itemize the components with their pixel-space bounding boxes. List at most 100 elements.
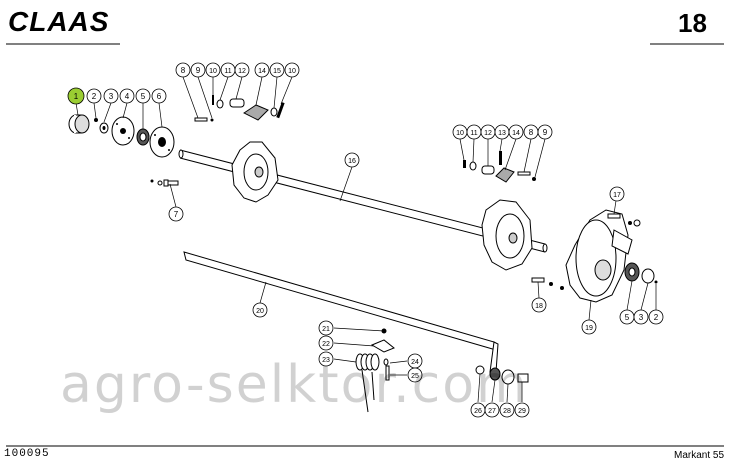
callout-circle xyxy=(537,124,553,140)
callout-circle xyxy=(648,309,664,325)
callout-25: 25 xyxy=(407,367,423,383)
callout-label: 10 xyxy=(288,68,296,75)
callout-label: 1 xyxy=(74,92,79,101)
callout-circle xyxy=(581,319,597,335)
callout-18: 18 xyxy=(531,297,547,313)
callout-label: 25 xyxy=(411,373,419,380)
callout-3: 3 xyxy=(103,88,119,104)
callout-20: 20 xyxy=(252,302,268,318)
callout-circle xyxy=(86,88,102,104)
callout-label: 23 xyxy=(322,357,330,364)
callout-10: 10 xyxy=(284,62,300,78)
callout-circle xyxy=(252,302,268,318)
callout-circle xyxy=(531,297,547,313)
callout-3: 3 xyxy=(633,309,649,325)
callout-label: 8 xyxy=(529,128,534,137)
callout-label: 3 xyxy=(639,313,644,322)
callout-label: 12 xyxy=(484,130,492,137)
part-1-bushing xyxy=(68,114,90,134)
upper-left-bolt-group xyxy=(194,95,285,122)
document-number: 100095 xyxy=(4,448,50,460)
callout-28: 28 xyxy=(499,402,515,418)
callout-circle xyxy=(168,206,184,222)
callout-label: 8 xyxy=(181,66,186,75)
callout-2: 2 xyxy=(648,309,664,325)
callout-7: 7 xyxy=(168,206,184,222)
part-4-flange xyxy=(111,116,135,146)
callout-1: 1 xyxy=(67,87,85,105)
leader-lines xyxy=(75,76,657,403)
callout-11: 11 xyxy=(466,124,482,140)
callout-22: 22 xyxy=(318,335,334,351)
callout-label: 27 xyxy=(488,408,496,415)
callout-label: 2 xyxy=(654,313,659,322)
lower-bolt-group xyxy=(475,365,529,385)
page-number: 18 xyxy=(678,8,707,38)
callout-12: 12 xyxy=(480,124,496,140)
callout-label: 12 xyxy=(238,68,246,75)
part-2-3-washer xyxy=(94,118,109,134)
part-5-bearing xyxy=(136,128,150,146)
callout-13: 13 xyxy=(494,124,510,140)
callout-label: 11 xyxy=(224,68,231,75)
callout-12: 12 xyxy=(234,62,250,78)
part-19-housing-disc xyxy=(565,209,658,303)
callout-label: 14 xyxy=(512,130,520,137)
part-20-bar xyxy=(183,251,499,373)
callout-8: 8 xyxy=(175,62,191,78)
callout-9: 9 xyxy=(190,62,206,78)
callout-label: 2 xyxy=(92,92,97,101)
callout-label: 5 xyxy=(141,92,146,101)
callout-label: 11 xyxy=(470,130,477,137)
callout-circle xyxy=(135,88,151,104)
callout-label: 6 xyxy=(157,92,162,101)
watermark: agro-selktor.com xyxy=(60,355,529,415)
callout-circle xyxy=(318,335,334,351)
callout-19: 19 xyxy=(581,319,597,335)
callout-9: 9 xyxy=(537,124,553,140)
callout-circle xyxy=(103,88,119,104)
callout-circle xyxy=(484,402,500,418)
callout-label: 20 xyxy=(256,308,264,315)
callout-label: 10 xyxy=(209,68,217,75)
callout-10: 10 xyxy=(205,62,221,78)
callout-circle xyxy=(344,152,360,168)
callout-label: 10 xyxy=(456,130,464,137)
callout-8: 8 xyxy=(523,124,539,140)
callout-17: 17 xyxy=(609,186,625,202)
callout-circle xyxy=(254,62,270,78)
callout-label: 13 xyxy=(498,130,506,137)
callout-label: 3 xyxy=(109,92,114,101)
callout-label: 18 xyxy=(535,303,543,310)
callout-4: 4 xyxy=(119,88,135,104)
callout-label: 15 xyxy=(273,68,281,75)
callout-5: 5 xyxy=(135,88,151,104)
callout-23: 23 xyxy=(318,351,334,367)
callout-label: 7 xyxy=(174,210,179,219)
callout-circle xyxy=(205,62,221,78)
callout-circle xyxy=(633,309,649,325)
callout-circle xyxy=(508,124,524,140)
callout-14: 14 xyxy=(254,62,270,78)
callout-16: 16 xyxy=(344,152,360,168)
model-name: Markant 55 xyxy=(674,450,725,461)
part-7-bolt xyxy=(150,179,179,187)
callout-label: 9 xyxy=(196,66,201,75)
callout-2: 2 xyxy=(86,88,102,104)
callout-circle xyxy=(284,62,300,78)
shaft-disc-right xyxy=(481,199,533,271)
callout-label: 19 xyxy=(585,325,593,332)
callout-circle xyxy=(234,62,250,78)
callout-circle xyxy=(190,62,206,78)
callout-circle xyxy=(318,320,334,336)
callout-label: 24 xyxy=(411,359,419,366)
callout-27: 27 xyxy=(484,402,500,418)
callout-label: 9 xyxy=(543,128,548,137)
callout-label: 4 xyxy=(125,92,130,101)
callout-29: 29 xyxy=(514,402,530,418)
callout-label: 22 xyxy=(322,341,330,348)
callout-circle xyxy=(499,402,515,418)
